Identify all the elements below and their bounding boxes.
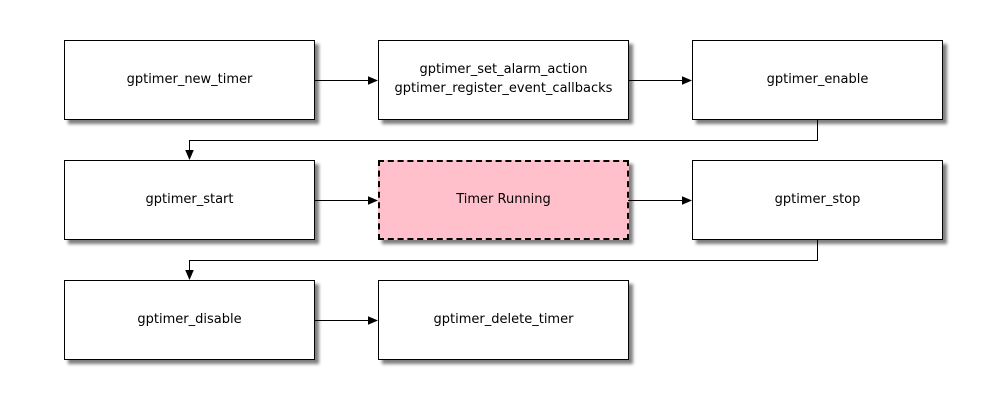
node-gptimer-enable: gptimer_enable xyxy=(692,40,943,120)
connector-enable-to-start xyxy=(189,120,818,151)
arrowhead-disable-to-delete xyxy=(368,316,378,325)
arrowhead-timer-running-to-stop xyxy=(682,196,692,205)
connector-stop-to-disable xyxy=(189,240,818,271)
arrowhead-stop-to-disable xyxy=(185,270,194,280)
arrowhead-start-to-timer-running xyxy=(368,196,378,205)
node-gptimer-delete-timer: gptimer_delete_timer xyxy=(378,280,629,360)
node-timer-running: Timer Running xyxy=(378,160,629,240)
node-gptimer-start: gptimer_start xyxy=(64,160,315,240)
node-gptimer-set-alarm-action: gptimer_set_alarm_action gptimer_registe… xyxy=(378,40,629,120)
arrowhead-set-alarm-to-enable xyxy=(682,76,692,85)
node-gptimer-stop: gptimer_stop xyxy=(692,160,943,240)
arrowhead-new-timer-to-set-alarm xyxy=(368,76,378,85)
arrowhead-enable-to-start xyxy=(185,150,194,160)
node-gptimer-new-timer: gptimer_new_timer xyxy=(64,40,315,120)
node-gptimer-disable: gptimer_disable xyxy=(64,280,315,360)
